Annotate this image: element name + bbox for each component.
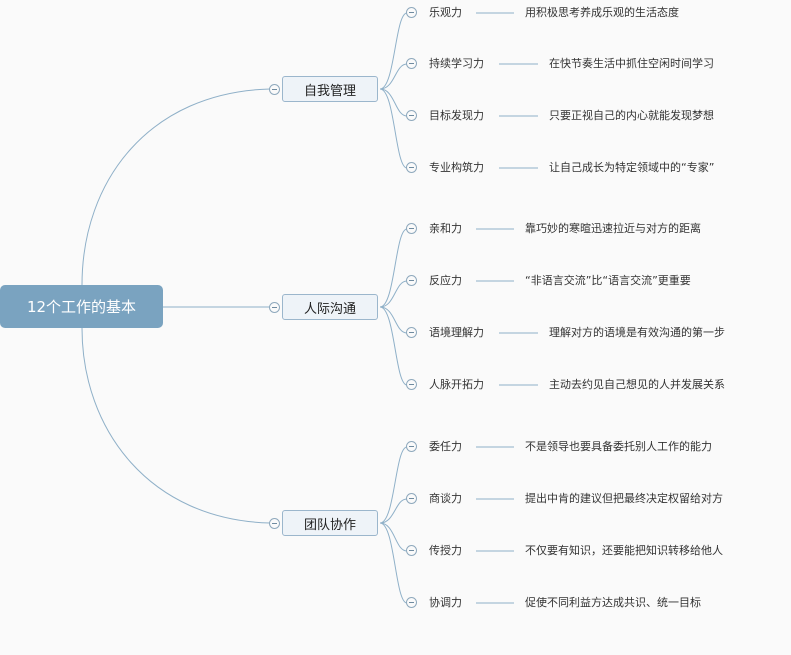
leaf-description[interactable]: 让自己成长为特定领域中的“专家” xyxy=(549,161,715,174)
collapse-icon[interactable] xyxy=(406,441,417,452)
leaf-node[interactable]: 人脉开拓力 xyxy=(429,378,484,391)
collapse-icon[interactable] xyxy=(406,110,417,121)
collapse-icon[interactable] xyxy=(406,379,417,390)
leaf-node[interactable]: 专业构筑力 xyxy=(429,161,484,174)
leaf-description[interactable]: 促使不同利益方达成共识、统一目标 xyxy=(525,596,701,609)
leaf-description[interactable]: 靠巧妙的寒暄迅速拉近与对方的距离 xyxy=(525,222,701,235)
collapse-icon[interactable] xyxy=(406,545,417,556)
branch-label: 人际沟通 xyxy=(303,301,356,317)
leaf-description[interactable]: 在快节奏生活中抓住空闲时间学习 xyxy=(549,57,714,70)
collapse-icon[interactable] xyxy=(406,275,417,286)
leaf-node[interactable]: 语境理解力 xyxy=(429,326,484,339)
collapse-icon[interactable] xyxy=(406,327,417,338)
leaf-node[interactable]: 传授力 xyxy=(429,544,462,557)
collapse-icon[interactable] xyxy=(406,162,417,173)
branch-communication[interactable]: 人际沟通 xyxy=(282,294,378,320)
leaf-description[interactable]: 用积极思考养成乐观的生活态度 xyxy=(525,6,679,19)
leaf-description[interactable]: 不是领导也要具备委托别人工作的能力 xyxy=(525,440,712,453)
collapse-icon[interactable] xyxy=(269,302,280,313)
collapse-icon[interactable] xyxy=(406,7,417,18)
branch-label: 团队协作 xyxy=(303,517,356,533)
collapse-icon[interactable] xyxy=(406,597,417,608)
leaf-node[interactable]: 持续学习力 xyxy=(429,57,484,70)
leaf-node[interactable]: 乐观力 xyxy=(429,6,462,19)
leaf-description[interactable]: 只要正视自己的内心就能发现梦想 xyxy=(549,109,714,122)
root-node[interactable]: 12个工作的基本 xyxy=(0,285,163,328)
leaf-node[interactable]: 商谈力 xyxy=(429,492,462,505)
branch-teamwork[interactable]: 团队协作 xyxy=(282,510,378,536)
leaf-description[interactable]: 提出中肯的建议但把最终决定权留给对方 xyxy=(525,492,723,505)
leaf-description[interactable]: 不仅要有知识，还要能把知识转移给他人 xyxy=(525,544,723,557)
leaf-node[interactable]: 目标发现力 xyxy=(429,109,484,122)
leaf-description[interactable]: 理解对方的语境是有效沟通的第一步 xyxy=(549,326,725,339)
collapse-icon[interactable] xyxy=(406,223,417,234)
collapse-icon[interactable] xyxy=(406,493,417,504)
leaf-node[interactable]: 亲和力 xyxy=(429,222,462,235)
collapse-icon[interactable] xyxy=(269,84,280,95)
leaf-description[interactable]: 主动去约见自己想见的人并发展关系 xyxy=(549,378,725,391)
leaf-description[interactable]: “非语言交流”比“语言交流”更重要 xyxy=(525,274,691,287)
branch-self-management[interactable]: 自我管理 xyxy=(282,76,378,102)
collapse-icon[interactable] xyxy=(269,518,280,529)
root-label: 12个工作的基本 xyxy=(26,298,137,316)
leaf-node[interactable]: 协调力 xyxy=(429,596,462,609)
branch-label: 自我管理 xyxy=(303,83,356,99)
leaf-node[interactable]: 反应力 xyxy=(429,274,462,287)
leaf-node[interactable]: 委任力 xyxy=(429,440,462,453)
collapse-icon[interactable] xyxy=(406,58,417,69)
